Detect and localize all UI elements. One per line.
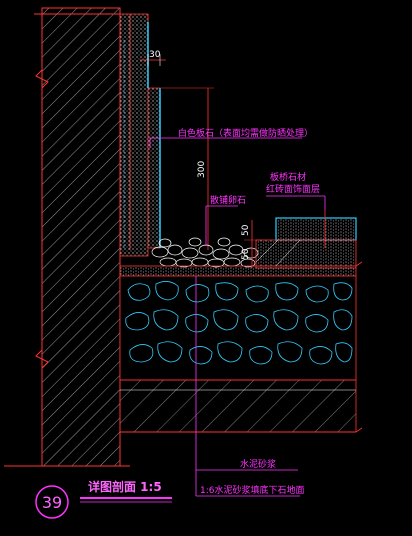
dim-50a-text: 50 [241,224,251,236]
label-granite-1: 板桥石材 [270,171,306,183]
dim-30-text: 30 [149,50,161,60]
label-mortar: 水泥砂浆 [240,458,276,470]
dim-300-text: 300 [197,161,207,178]
label-gravel: 散铺卵石 [210,194,246,206]
label-concrete-base: 1:6水泥砂浆填底下石地面 [200,484,305,496]
rubble-stone-layer [119,275,357,381]
annotation-leaders [149,137,326,497]
cladding-column [119,13,161,257]
concrete-base [119,379,363,433]
dim-50b-text: 50 [241,248,251,260]
label-granite-2: 红砖面饰面层 [266,183,320,195]
label-white-slate: 白色板石（表面均需做防晒处理） [178,127,313,139]
detail-number-circle [35,485,69,519]
dim-50-pair: 50 50 [241,220,262,268]
detail-title-block: 39 详图剖面 1:5 [35,479,172,519]
detail-number: 39 [42,493,62,512]
detail-title: 详图剖面 1:5 [88,479,162,494]
granite-paving [255,210,357,269]
dim-300: 300 [160,87,214,250]
dim-30: 30 [140,50,166,66]
concrete-wall [34,7,121,467]
